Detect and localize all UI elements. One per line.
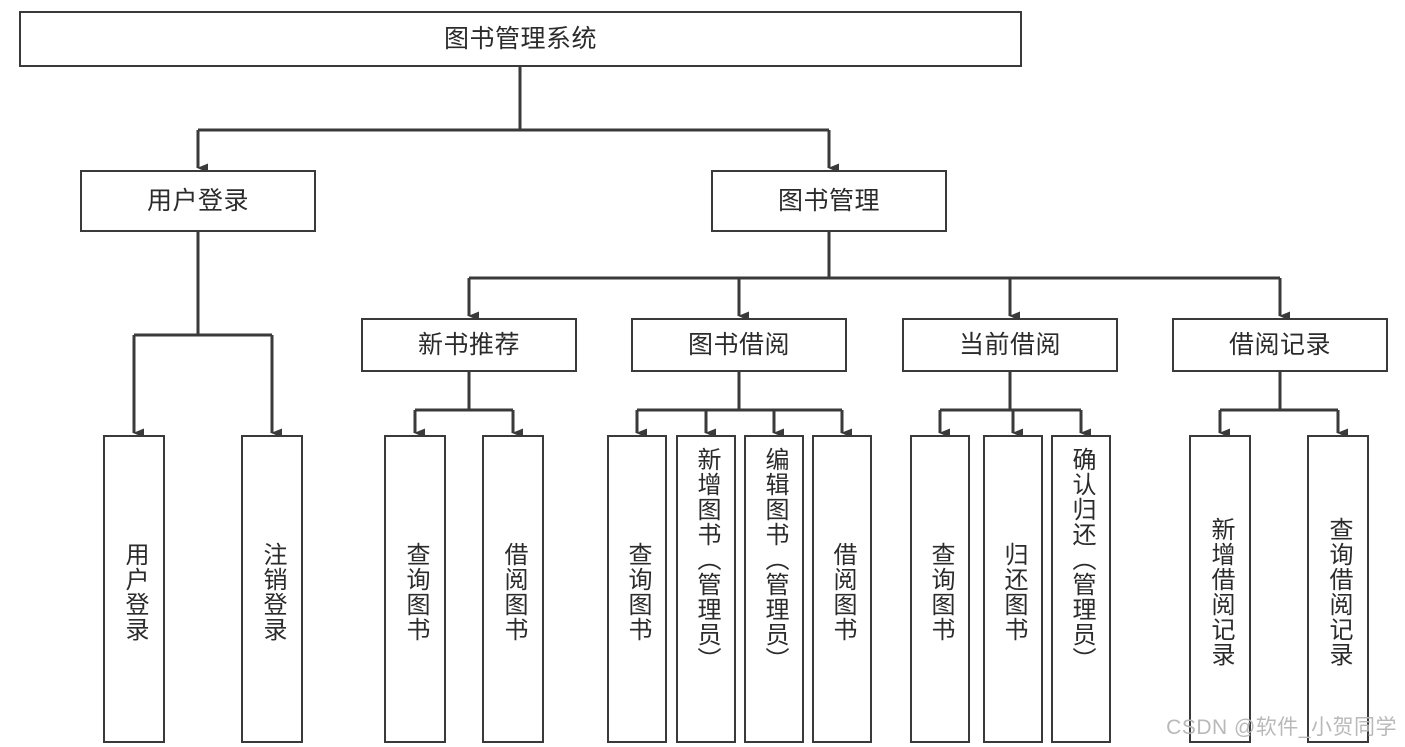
node-book-manage: 图书管理 xyxy=(711,170,947,232)
node-book-borrow: 图书借阅 xyxy=(631,318,847,372)
node-leaf-query-book: 查询图书 xyxy=(607,435,667,743)
leaf-text-wrap: 查询图书 xyxy=(609,443,665,741)
node-label: 图书借阅 xyxy=(687,330,790,359)
node-label: 归还图书 xyxy=(999,542,1027,642)
node-label: 查询图书 xyxy=(623,542,651,642)
leaf-text-wrap: 确认归还（管理员） xyxy=(1053,443,1109,741)
node-leaf-query-record: 查询借阅记录 xyxy=(1307,435,1369,743)
leaf-text-wrap: 注销登录 xyxy=(243,443,301,741)
leaf-text-wrap: 新增借阅记录 xyxy=(1191,443,1249,741)
node-label: 借阅图书 xyxy=(499,542,527,642)
node-label: 注销登录 xyxy=(258,542,286,642)
node-label: 查询借阅记录 xyxy=(1324,517,1352,667)
csdn-watermark: CSDN @软件_小贺同学 xyxy=(1166,716,1397,739)
node-leaf-query-book-cur: 查询图书 xyxy=(910,435,970,743)
node-leaf-borrow-book-new: 借阅图书 xyxy=(482,435,544,743)
node-leaf-add-record: 新增借阅记录 xyxy=(1189,435,1251,743)
leaf-text-wrap: 借阅图书 xyxy=(814,443,870,741)
leaf-text-wrap: 查询图书 xyxy=(386,443,444,741)
node-leaf-confirm-return: 确认归还（管理员） xyxy=(1051,435,1111,743)
node-leaf-user-login: 用户登录 xyxy=(103,435,165,743)
node-label: 用户登录 xyxy=(120,542,148,642)
node-leaf-user-logout: 注销登录 xyxy=(241,435,303,743)
node-label: 编辑图书（管理员） xyxy=(760,447,788,672)
node-label: 用户登录 xyxy=(146,186,249,215)
node-user-login: 用户登录 xyxy=(80,170,316,232)
node-label: 当前借阅 xyxy=(958,330,1061,359)
node-label: 借阅记录 xyxy=(1228,330,1331,359)
leaf-text-wrap: 查询借阅记录 xyxy=(1309,443,1367,741)
node-current-borrow: 当前借阅 xyxy=(902,318,1118,372)
leaf-text-wrap: 借阅图书 xyxy=(484,443,542,741)
node-label: 借阅图书 xyxy=(828,542,856,642)
leaf-text-wrap: 用户登录 xyxy=(105,443,163,741)
node-label: 新书推荐 xyxy=(417,330,520,359)
node-leaf-query-book-new: 查询图书 xyxy=(384,435,446,743)
node-label: 新增借阅记录 xyxy=(1206,517,1234,667)
node-leaf-edit-book: 编辑图书（管理员） xyxy=(744,435,804,743)
leaf-text-wrap: 归还图书 xyxy=(985,443,1041,741)
node-borrow-record: 借阅记录 xyxy=(1172,318,1388,372)
node-label: 确认归还（管理员） xyxy=(1067,447,1095,672)
node-label: 查询图书 xyxy=(401,542,429,642)
leaf-text-wrap: 查询图书 xyxy=(912,443,968,741)
node-label: 图书管理系统 xyxy=(443,24,597,53)
node-label: 图书管理 xyxy=(777,186,880,215)
leaf-text-wrap: 新增图书（管理员） xyxy=(678,443,734,741)
node-root: 图书管理系统 xyxy=(19,11,1022,67)
node-label: 新增图书（管理员） xyxy=(692,447,720,672)
leaf-text-wrap: 编辑图书（管理员） xyxy=(746,443,802,741)
node-label: 查询图书 xyxy=(926,542,954,642)
node-leaf-return-book: 归还图书 xyxy=(983,435,1043,743)
node-leaf-borrow-book: 借阅图书 xyxy=(812,435,872,743)
node-leaf-add-book: 新增图书（管理员） xyxy=(676,435,736,743)
node-new-book-recommend: 新书推荐 xyxy=(361,318,577,372)
